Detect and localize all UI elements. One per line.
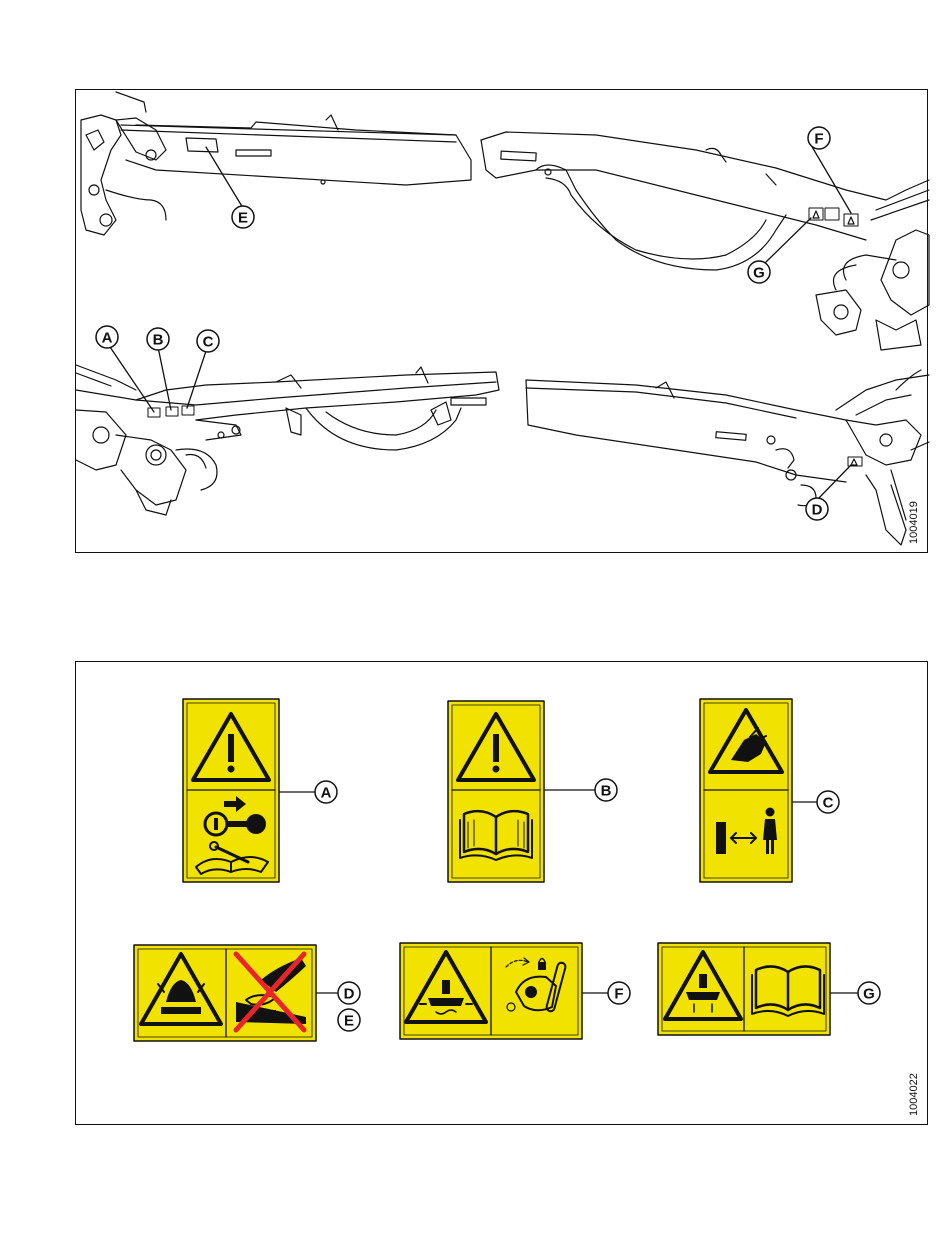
svg-text:G: G	[863, 986, 875, 1003]
svg-text:D: D	[344, 986, 355, 1003]
decal-F: F	[400, 943, 630, 1039]
decal-D-E: D E	[134, 945, 360, 1041]
decals-drawing: A B	[76, 662, 929, 1126]
figure-bottom-panel: A B	[75, 661, 928, 1125]
lower-right-arm	[526, 370, 929, 545]
callout-C: C	[197, 330, 219, 352]
callout-D: D	[806, 498, 828, 520]
upper-right-arm	[481, 132, 929, 350]
svg-text:G: G	[753, 265, 765, 282]
svg-text:F: F	[614, 986, 623, 1003]
decal-C: C	[700, 699, 839, 882]
callout-G: G	[748, 261, 770, 283]
figure-number-bottom: 1004022	[908, 1073, 920, 1116]
callout-A: A	[96, 326, 118, 348]
decal-A: A	[183, 699, 337, 882]
lower-left-arm	[76, 365, 499, 515]
svg-text:A: A	[102, 330, 113, 347]
machine-overview-drawing: E F G A B C D	[76, 90, 929, 554]
svg-text:D: D	[812, 502, 823, 519]
callout-B: B	[147, 328, 169, 350]
figure-number-top: 1004019	[908, 501, 920, 544]
upper-left-arm	[81, 92, 471, 235]
svg-text:E: E	[238, 210, 248, 227]
svg-text:E: E	[344, 1013, 354, 1030]
callout-E: E	[232, 206, 254, 228]
svg-text:C: C	[203, 334, 214, 351]
decal-B: B	[448, 701, 617, 882]
callout-leaders	[108, 145, 851, 500]
svg-text:A: A	[321, 785, 332, 802]
callout-F: F	[808, 127, 830, 149]
decal-G: G	[658, 943, 880, 1035]
svg-text:B: B	[601, 783, 612, 800]
svg-text:B: B	[153, 332, 164, 349]
svg-text:F: F	[814, 131, 823, 148]
svg-text:C: C	[823, 795, 834, 812]
figure-top-panel: E F G A B C D 1004019	[75, 89, 928, 553]
